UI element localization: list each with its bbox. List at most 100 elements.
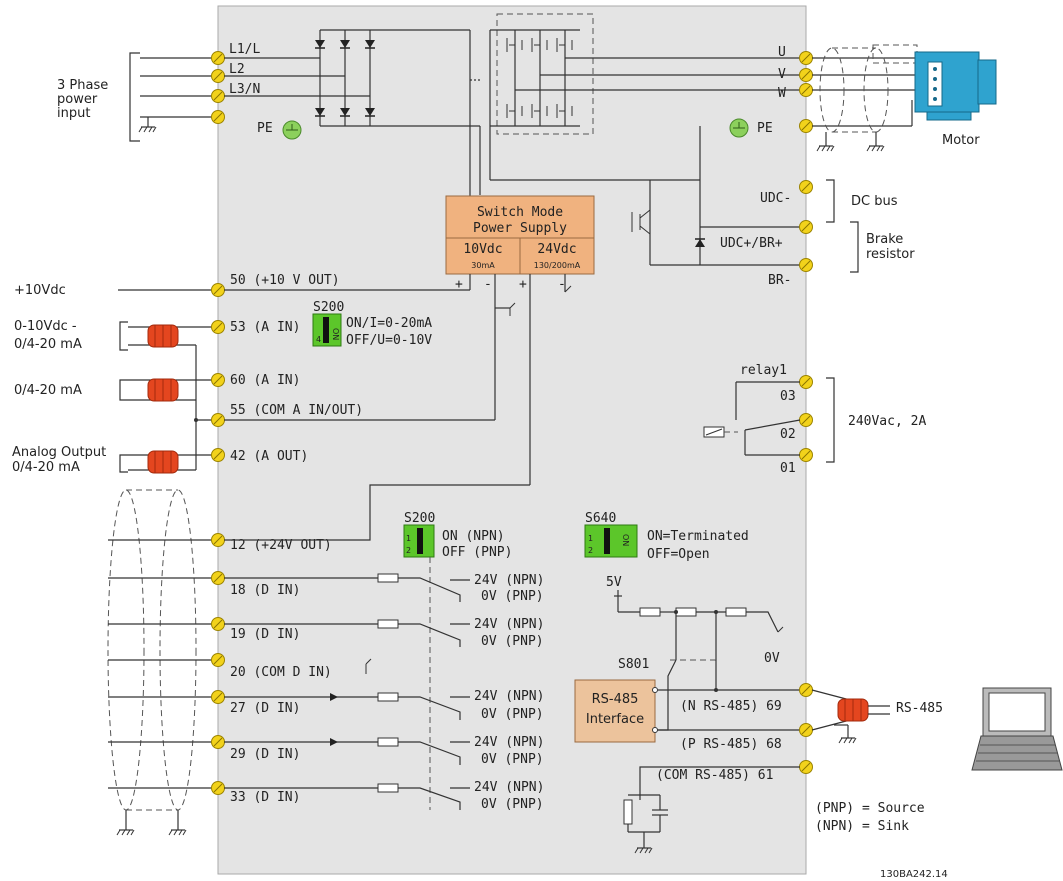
label-t20: 20 (COM D IN) [230, 665, 332, 680]
label-t27: 27 (D IN) [230, 701, 300, 716]
s640-switch [584, 524, 638, 558]
label-s640-off: OFF=Open [647, 547, 710, 562]
label-33-pnp: 0V (PNP) [481, 797, 544, 812]
label-s640: S640 [585, 511, 616, 526]
label-relay-02: 02 [780, 427, 796, 442]
label-t18: 18 (D IN) [230, 583, 300, 598]
label-19-npn: 24V (NPN) [474, 617, 544, 632]
label-t50: 50 (+10 V OUT) [230, 273, 340, 288]
inverter-bridge [490, 13, 808, 135]
laptop-icon [971, 687, 1063, 771]
label-ext-60: 0/4-20 mA [14, 383, 82, 398]
power-input-label-3: input [57, 106, 90, 121]
label-udc-plus: UDC+/BR+ [720, 236, 783, 251]
label-br-minus: BR- [768, 273, 791, 288]
label-t53: 53 (A IN) [230, 320, 300, 335]
label-5v: 5V [606, 575, 622, 590]
terminal-l2 [211, 69, 225, 83]
psu-title-2: Power Supply [473, 221, 567, 236]
rs485-interface-box [574, 679, 656, 743]
label-v: V [778, 67, 786, 82]
label-s200-pnp: OFF (PNP) [442, 545, 512, 560]
label-brake-2: resistor [866, 247, 915, 262]
digital-io-section: 12 (+24V OUT) S200 1 2 ON (NPN) OFF (PNP… [107, 484, 544, 836]
label-rs485: RS-485 [896, 701, 943, 716]
label-t55: 55 (COM A IN/OUT) [230, 403, 363, 418]
label-27-npn: 24V (NPN) [474, 689, 544, 704]
rs485-box-2: Interface [586, 712, 644, 727]
label-0v: 0V [764, 651, 780, 666]
s200-digital-num-1: 1 [406, 534, 411, 543]
legend-npn: (NPN) = Sink [815, 819, 909, 834]
s200-digital-num-2: 2 [406, 546, 411, 555]
label-dc-bus: DC bus [851, 194, 898, 209]
label-relay-03: 03 [780, 389, 796, 404]
label-s200-npn: ON (NPN) [442, 529, 505, 544]
label-s200-analog: S200 [313, 300, 344, 315]
label-ext-42-1: Analog Output [12, 445, 106, 460]
label-33-npn: 24V (NPN) [474, 780, 544, 795]
label-t12: 12 (+24V OUT) [230, 538, 332, 553]
label-19-pnp: 0V (PNP) [481, 634, 544, 649]
label-t19: 19 (D IN) [230, 627, 300, 642]
label-w: W [778, 86, 786, 101]
label-t60: 60 (A IN) [230, 373, 300, 388]
motor-output-section: U V W PE Motor [729, 44, 997, 152]
label-l3: L3/N [229, 82, 260, 97]
terminal-l3 [211, 89, 225, 103]
label-s801: S801 [618, 657, 649, 672]
label-s200-on: ON/I=0-20mA [346, 316, 432, 331]
psu-10v-minus: - [484, 277, 492, 292]
label-t69: (N RS-485) 69 [680, 699, 782, 714]
label-18-pnp: 0V (PNP) [481, 589, 544, 604]
psu-24v: 24Vdc [537, 242, 576, 257]
s200-analog-num: 4 [316, 335, 321, 344]
psu-10v: 10Vdc [463, 242, 502, 257]
drive-panel [217, 5, 807, 875]
label-pe-out: PE [757, 121, 773, 136]
terminal-l1 [211, 51, 225, 65]
psu-10v-plus: + [455, 277, 463, 292]
psu-title-1: Switch Mode [477, 205, 563, 220]
label-t29: 29 (D IN) [230, 747, 300, 762]
label-l2: L2 [229, 62, 245, 77]
label-s640-on: ON=Terminated [647, 529, 749, 544]
label-t68: (P RS-485) 68 [680, 737, 782, 752]
label-motor: Motor [942, 133, 980, 148]
label-18-npn: 24V (NPN) [474, 573, 544, 588]
label-27-pnp: 0V (PNP) [481, 707, 544, 722]
label-u: U [778, 45, 786, 60]
power-input-section: 3 Phase power input L1/L L2 L3/N PE [57, 29, 701, 265]
label-s200-off: OFF/U=0-10V [346, 333, 432, 348]
dc-bus-section: UDC- UDC+/BR+ BR- DC bus Brake resistor [631, 179, 915, 288]
label-relay-rating: 240Vac, 2A [848, 414, 926, 429]
psu-24v-plus: + [519, 277, 527, 292]
label-t33: 33 (D IN) [230, 790, 300, 805]
label-relay1: relay1 [740, 363, 787, 378]
label-29-npn: 24V (NPN) [474, 735, 544, 750]
power-input-label-1: 3 Phase [57, 78, 108, 93]
label-t61: (COM RS-485) 61 [656, 768, 773, 783]
s640-num-2: 2 [588, 546, 593, 555]
label-ext-53-1: 0-10Vdc - [14, 319, 77, 334]
psu-24v-minus: - [558, 277, 566, 292]
s640-num-1: 1 [588, 534, 593, 543]
label-brake-1: Brake [866, 232, 903, 247]
psu-10v-current: 30mA [471, 261, 495, 270]
motor-icon [914, 51, 980, 113]
rs485-section: S640 1 2 ON ON=Terminated OFF=Open 5V 0V… [574, 511, 1063, 854]
s200-analog-on: ON [331, 328, 340, 340]
label-ext-42-2: 0/4-20 mA [12, 460, 80, 475]
rs485-box-1: RS-485 [592, 692, 639, 707]
label-udc-minus: UDC- [760, 191, 791, 206]
label-pe-in: PE [257, 121, 273, 136]
label-t42: 42 (A OUT) [230, 449, 308, 464]
psu-24v-current: 130/200mA [534, 261, 581, 270]
label-29-pnp: 0V (PNP) [481, 752, 544, 767]
power-input-label-2: power [57, 92, 98, 107]
label-ext-53-2: 0/4-20 mA [14, 337, 82, 352]
switch-mode-power-supply: Switch Mode Power Supply 10Vdc 30mA 24Vd… [445, 195, 595, 485]
label-relay-01: 01 [780, 461, 796, 476]
label-l1: L1/L [229, 42, 260, 57]
